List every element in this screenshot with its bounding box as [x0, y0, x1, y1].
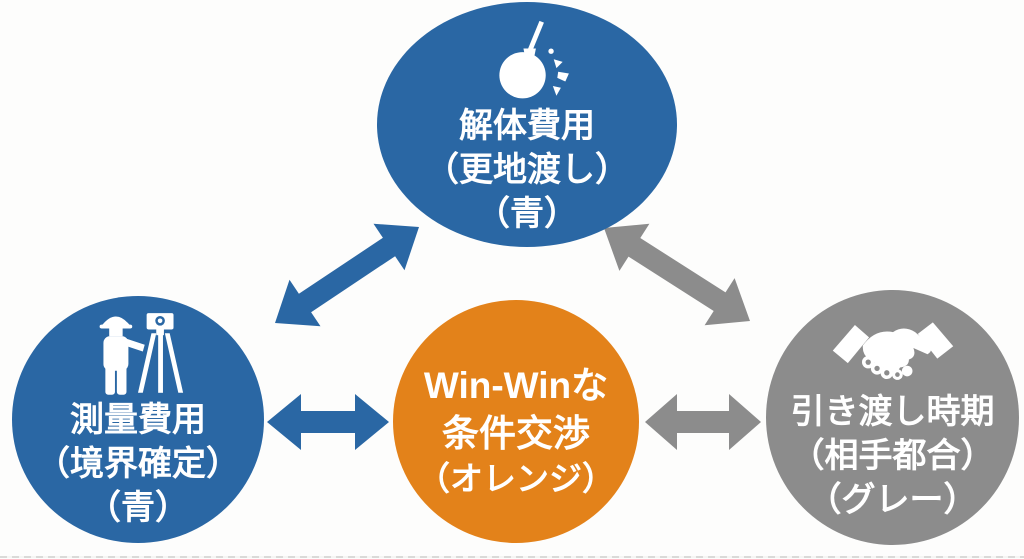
node-win-win-negotiation: Win-Winな 条件交渉 （オレンジ）: [393, 300, 639, 543]
arrow-survey-demolition: [275, 223, 419, 327]
node-title: 測量費用: [70, 401, 206, 439]
surveyor-icon: [99, 313, 184, 395]
node-color-label: （青）: [87, 489, 189, 528]
node-title: 解体費用: [459, 107, 595, 145]
node-subtitle: （相手都合）: [790, 437, 995, 476]
arrow-survey-negotiation: [267, 394, 389, 450]
node-title: 引き渡し時期: [790, 393, 995, 431]
node-color-label: （青）: [476, 195, 578, 234]
node-handover-timing: 引き渡し時期 （相手都合） （グレー）: [766, 290, 1019, 545]
node-color-label: （グレー）: [807, 481, 978, 520]
node-title-2: 条件交渉: [442, 413, 590, 455]
handshake-icon: [832, 322, 953, 380]
node-survey-cost: 測量費用 （境界確定） （青）: [12, 296, 264, 543]
node-demolition-cost: 解体費用 （更地渡し） （青）: [377, 2, 677, 247]
bottom-edge-divider: [0, 556, 1024, 558]
arrow-demolition-handover: [604, 223, 750, 326]
arrow-negotiation-handover: [645, 394, 761, 450]
wrecking-ball-icon: [499, 20, 569, 99]
node-color-label: （オレンジ）: [417, 460, 615, 498]
node-subtitle: （更地渡し）: [425, 151, 629, 190]
node-subtitle: （境界確定）: [36, 445, 240, 484]
node-title: Win-Winな: [423, 365, 609, 406]
